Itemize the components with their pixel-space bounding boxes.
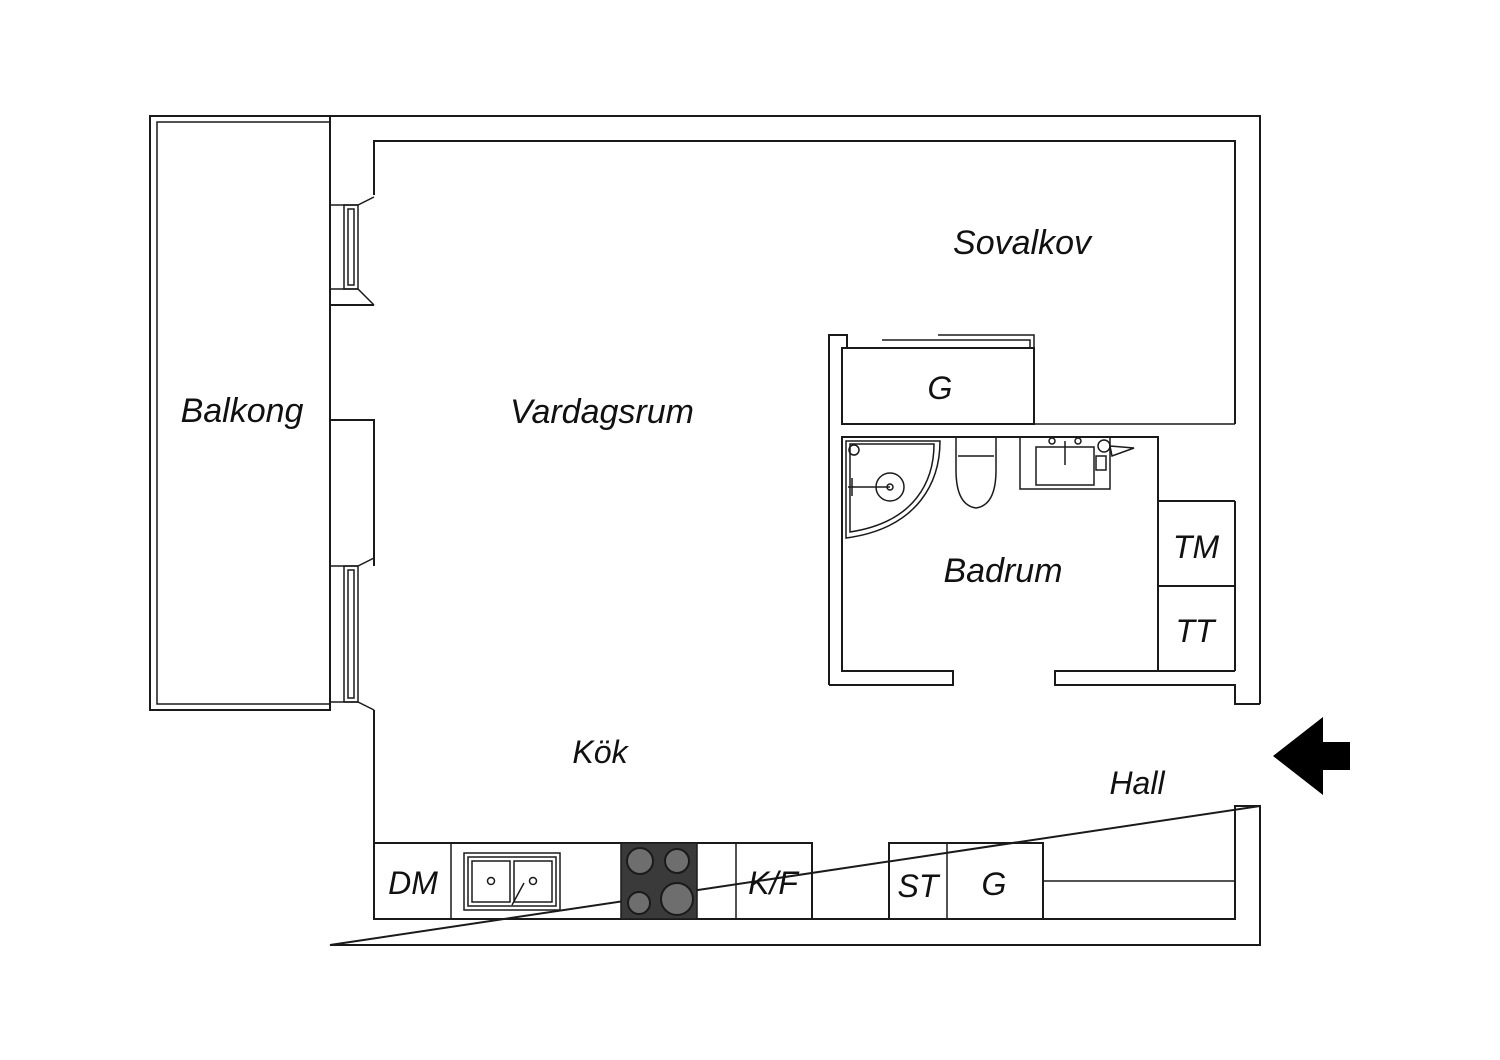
fixture-label-fridge-freezer: K/F	[748, 865, 800, 901]
sink	[463, 852, 561, 911]
room-label-kitchen: Kök	[572, 734, 629, 770]
shower	[845, 440, 941, 539]
alcove-wardrobe	[828, 334, 1235, 685]
toilet	[955, 437, 997, 509]
bathroom-walls	[829, 436, 1235, 686]
fixture-label-wardrobe-hall: G	[982, 866, 1007, 902]
room-label-balcony: Balkong	[181, 392, 304, 430]
room-label-living-room: Vardagsrum	[510, 393, 694, 431]
entrance-arrow-icon	[1273, 717, 1350, 795]
fixture-label-washing-machine: TM	[1173, 529, 1220, 565]
room-label-sleeping-alcove: Sovalkov	[953, 224, 1093, 262]
stove	[620, 842, 698, 920]
fixture-label-dishwasher: DM	[388, 865, 438, 901]
balcony-outline	[149, 115, 331, 711]
window-lower	[330, 557, 375, 711]
outer-walls	[329, 115, 1261, 946]
hall-cabinets	[888, 842, 1235, 920]
room-label-bathroom: Badrum	[943, 552, 1062, 590]
kitchen-counter	[373, 842, 813, 920]
fixture-label-dryer: TT	[1175, 613, 1217, 649]
fixture-label-closet: ST	[898, 868, 941, 904]
washbasin	[1019, 436, 1135, 490]
wardrobe-label-bedroom: G	[928, 370, 953, 406]
room-label-hall: Hall	[1109, 765, 1165, 801]
window-upper	[330, 196, 375, 306]
